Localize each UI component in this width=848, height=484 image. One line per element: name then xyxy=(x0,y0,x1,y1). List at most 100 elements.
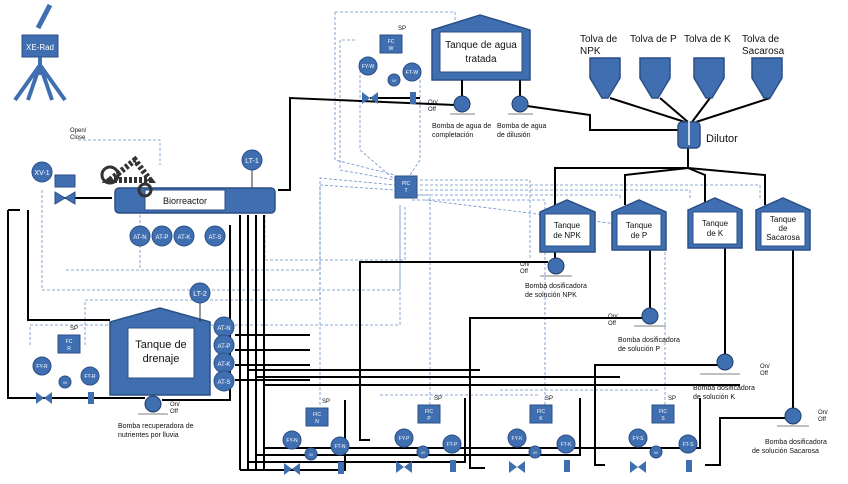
fy-w-label: FY-W xyxy=(362,64,375,70)
svg-text:SP: SP xyxy=(70,326,78,332)
pump-icon xyxy=(641,307,659,325)
svg-text:de solución P: de solución P xyxy=(618,346,660,353)
fy-k-label: FY-K xyxy=(512,436,524,442)
water-tank-label: Tanque de agua xyxy=(445,40,517,51)
bioreactor-at-n: AT-N xyxy=(133,235,146,241)
fc-r-label: FC xyxy=(66,339,73,345)
svg-text:M: M xyxy=(654,450,657,455)
drain-pump-label: Bomba recuperadora de xyxy=(118,423,194,430)
dosing-k-label: Bomba dosificadora xyxy=(693,385,755,392)
fic-p-label: FIC xyxy=(425,409,433,415)
flow-loop-k: SP FIC K FY-K M FT-K xyxy=(507,396,576,473)
svg-text:de: de xyxy=(779,224,788,233)
hopper-label-k: Tolva de K xyxy=(684,34,731,45)
drain-tank: Tanque de drenaje LT-2 AT-N AT-P AT-K AT… xyxy=(109,282,235,439)
svg-text:Sacarosa: Sacarosa xyxy=(766,233,800,242)
svg-text:M: M xyxy=(63,380,66,385)
dosing-p-label: Bomba dosificadora xyxy=(618,337,680,344)
tank-npk-label: Tanque xyxy=(554,221,581,230)
svg-text:completación: completación xyxy=(432,132,473,139)
svg-text:N: N xyxy=(315,419,319,425)
flow-loop-s: SP FIC S FY-S M FT-S xyxy=(628,396,698,473)
gear-icon xyxy=(137,182,153,198)
ft-n-label: FT-N xyxy=(334,444,345,450)
hoppers: Tolva de NPK Tolva de P Tolva de K Tolva… xyxy=(580,34,785,99)
flow-loop-p: SP FIC P FY-P M FT-P xyxy=(394,396,462,473)
pump-completion-label: Bomba de agua de xyxy=(432,123,491,130)
drain-tank-label: Tanque de xyxy=(135,339,186,351)
water-onoff-label: On/ xyxy=(428,100,438,106)
ft-p-label: FT-P xyxy=(447,442,458,448)
svg-text:S: S xyxy=(661,416,665,422)
svg-text:SP: SP xyxy=(434,396,442,402)
svg-text:R: R xyxy=(67,346,71,352)
bioreactor-at-p: AT-P xyxy=(156,235,169,241)
bioreactor-lt: LT-1 xyxy=(245,158,259,165)
fy-n-label: FY-N xyxy=(286,438,298,444)
dosing-sacarosa-label: Bomba dosificadora xyxy=(765,439,827,446)
svg-text:de solución NPK: de solución NPK xyxy=(525,292,577,299)
fy-p-label: FY-P xyxy=(399,436,411,442)
pump-icon xyxy=(547,257,565,275)
drain-at-s: AT-S xyxy=(218,380,231,386)
valve-xv1: XV-1 Open/ Close xyxy=(31,128,87,205)
bioreactor-at-k: AT-K xyxy=(178,235,191,241)
svg-text:Off: Off xyxy=(428,107,436,113)
diluter-label: Dilutor xyxy=(706,133,738,145)
svg-text:SP: SP xyxy=(668,396,676,402)
fy-s-label: FY-S xyxy=(633,436,645,442)
svg-text:de K: de K xyxy=(707,229,724,238)
drain-at-n: AT-N xyxy=(217,326,230,332)
water-control-loop: SP FC W FY-W M FT-W xyxy=(358,26,422,104)
svg-text:de dilusión: de dilusión xyxy=(497,132,531,139)
gear-icon xyxy=(100,165,120,185)
svg-text:de solución K: de solución K xyxy=(693,394,735,401)
svg-text:M: M xyxy=(421,450,424,455)
svg-text:K: K xyxy=(539,416,543,422)
central-controller: PIC T xyxy=(394,175,418,199)
fic-k-label: FIC xyxy=(537,409,545,415)
pump-icon xyxy=(511,95,529,113)
onoff-npk: On/Off xyxy=(520,262,530,275)
svg-text:P: P xyxy=(427,416,431,422)
hopper-label-p: Tolva de P xyxy=(630,34,677,45)
svg-text:SP: SP xyxy=(545,396,553,402)
pump-icon xyxy=(716,353,734,371)
fy-r-label: FY-R xyxy=(36,364,48,370)
open-close-label: Open/ xyxy=(70,128,87,134)
ft-w-label: FT-W xyxy=(406,70,418,76)
valve-label: XV-1 xyxy=(34,170,49,177)
drain-control-loop: SP FC R FY-R M FT-R xyxy=(32,326,100,404)
drain-at-k: AT-K xyxy=(218,362,231,368)
svg-text:SP: SP xyxy=(398,26,406,32)
svg-text:de NPK: de NPK xyxy=(553,231,581,240)
dosing-pumps: On/Off Bomba dosificadora de solución NP… xyxy=(520,257,828,455)
dosing-npk-label: Bomba dosificadora xyxy=(525,283,587,290)
tank-sacarosa-label: Tanque xyxy=(770,215,797,224)
hopper-label-npk: Tolva de NPK xyxy=(580,34,620,57)
bioreactor-label: Biorreactor xyxy=(163,196,207,206)
svg-text:de P: de P xyxy=(631,231,647,240)
bioreactor: Biorreactor LT-1 AT-N AT-P AT-K AT-S xyxy=(100,149,276,247)
pump-icon xyxy=(453,95,471,113)
radiation-sensor: XE-Rad xyxy=(13,3,67,102)
drain-lt: LT-2 xyxy=(193,291,207,298)
ft-r-label: FT-R xyxy=(84,374,95,380)
pump-dilution-label: Bomba de agua xyxy=(497,123,547,130)
pump-icon xyxy=(784,407,802,425)
water-tank: Tanque de agua tratada Bomba de agua de … xyxy=(428,14,547,139)
ft-k-label: FT-K xyxy=(561,442,572,448)
drain-at-p: AT-P xyxy=(218,344,231,350)
fic-s-label: FIC xyxy=(659,409,667,415)
bioreactor-at-s: AT-S xyxy=(209,235,222,241)
svg-text:Close: Close xyxy=(70,135,86,141)
tank-k-label: Tanque xyxy=(702,219,729,228)
svg-text:M: M xyxy=(392,78,395,83)
onoff-k: On/Off xyxy=(760,364,770,377)
svg-text:T: T xyxy=(404,188,407,194)
svg-text:nutrientes por lluvia: nutrientes por lluvia xyxy=(118,432,179,439)
radiation-label: XE-Rad xyxy=(26,43,54,52)
onoff-sacarosa: On/Off xyxy=(818,410,828,423)
diluter: Dilutor xyxy=(677,118,738,149)
